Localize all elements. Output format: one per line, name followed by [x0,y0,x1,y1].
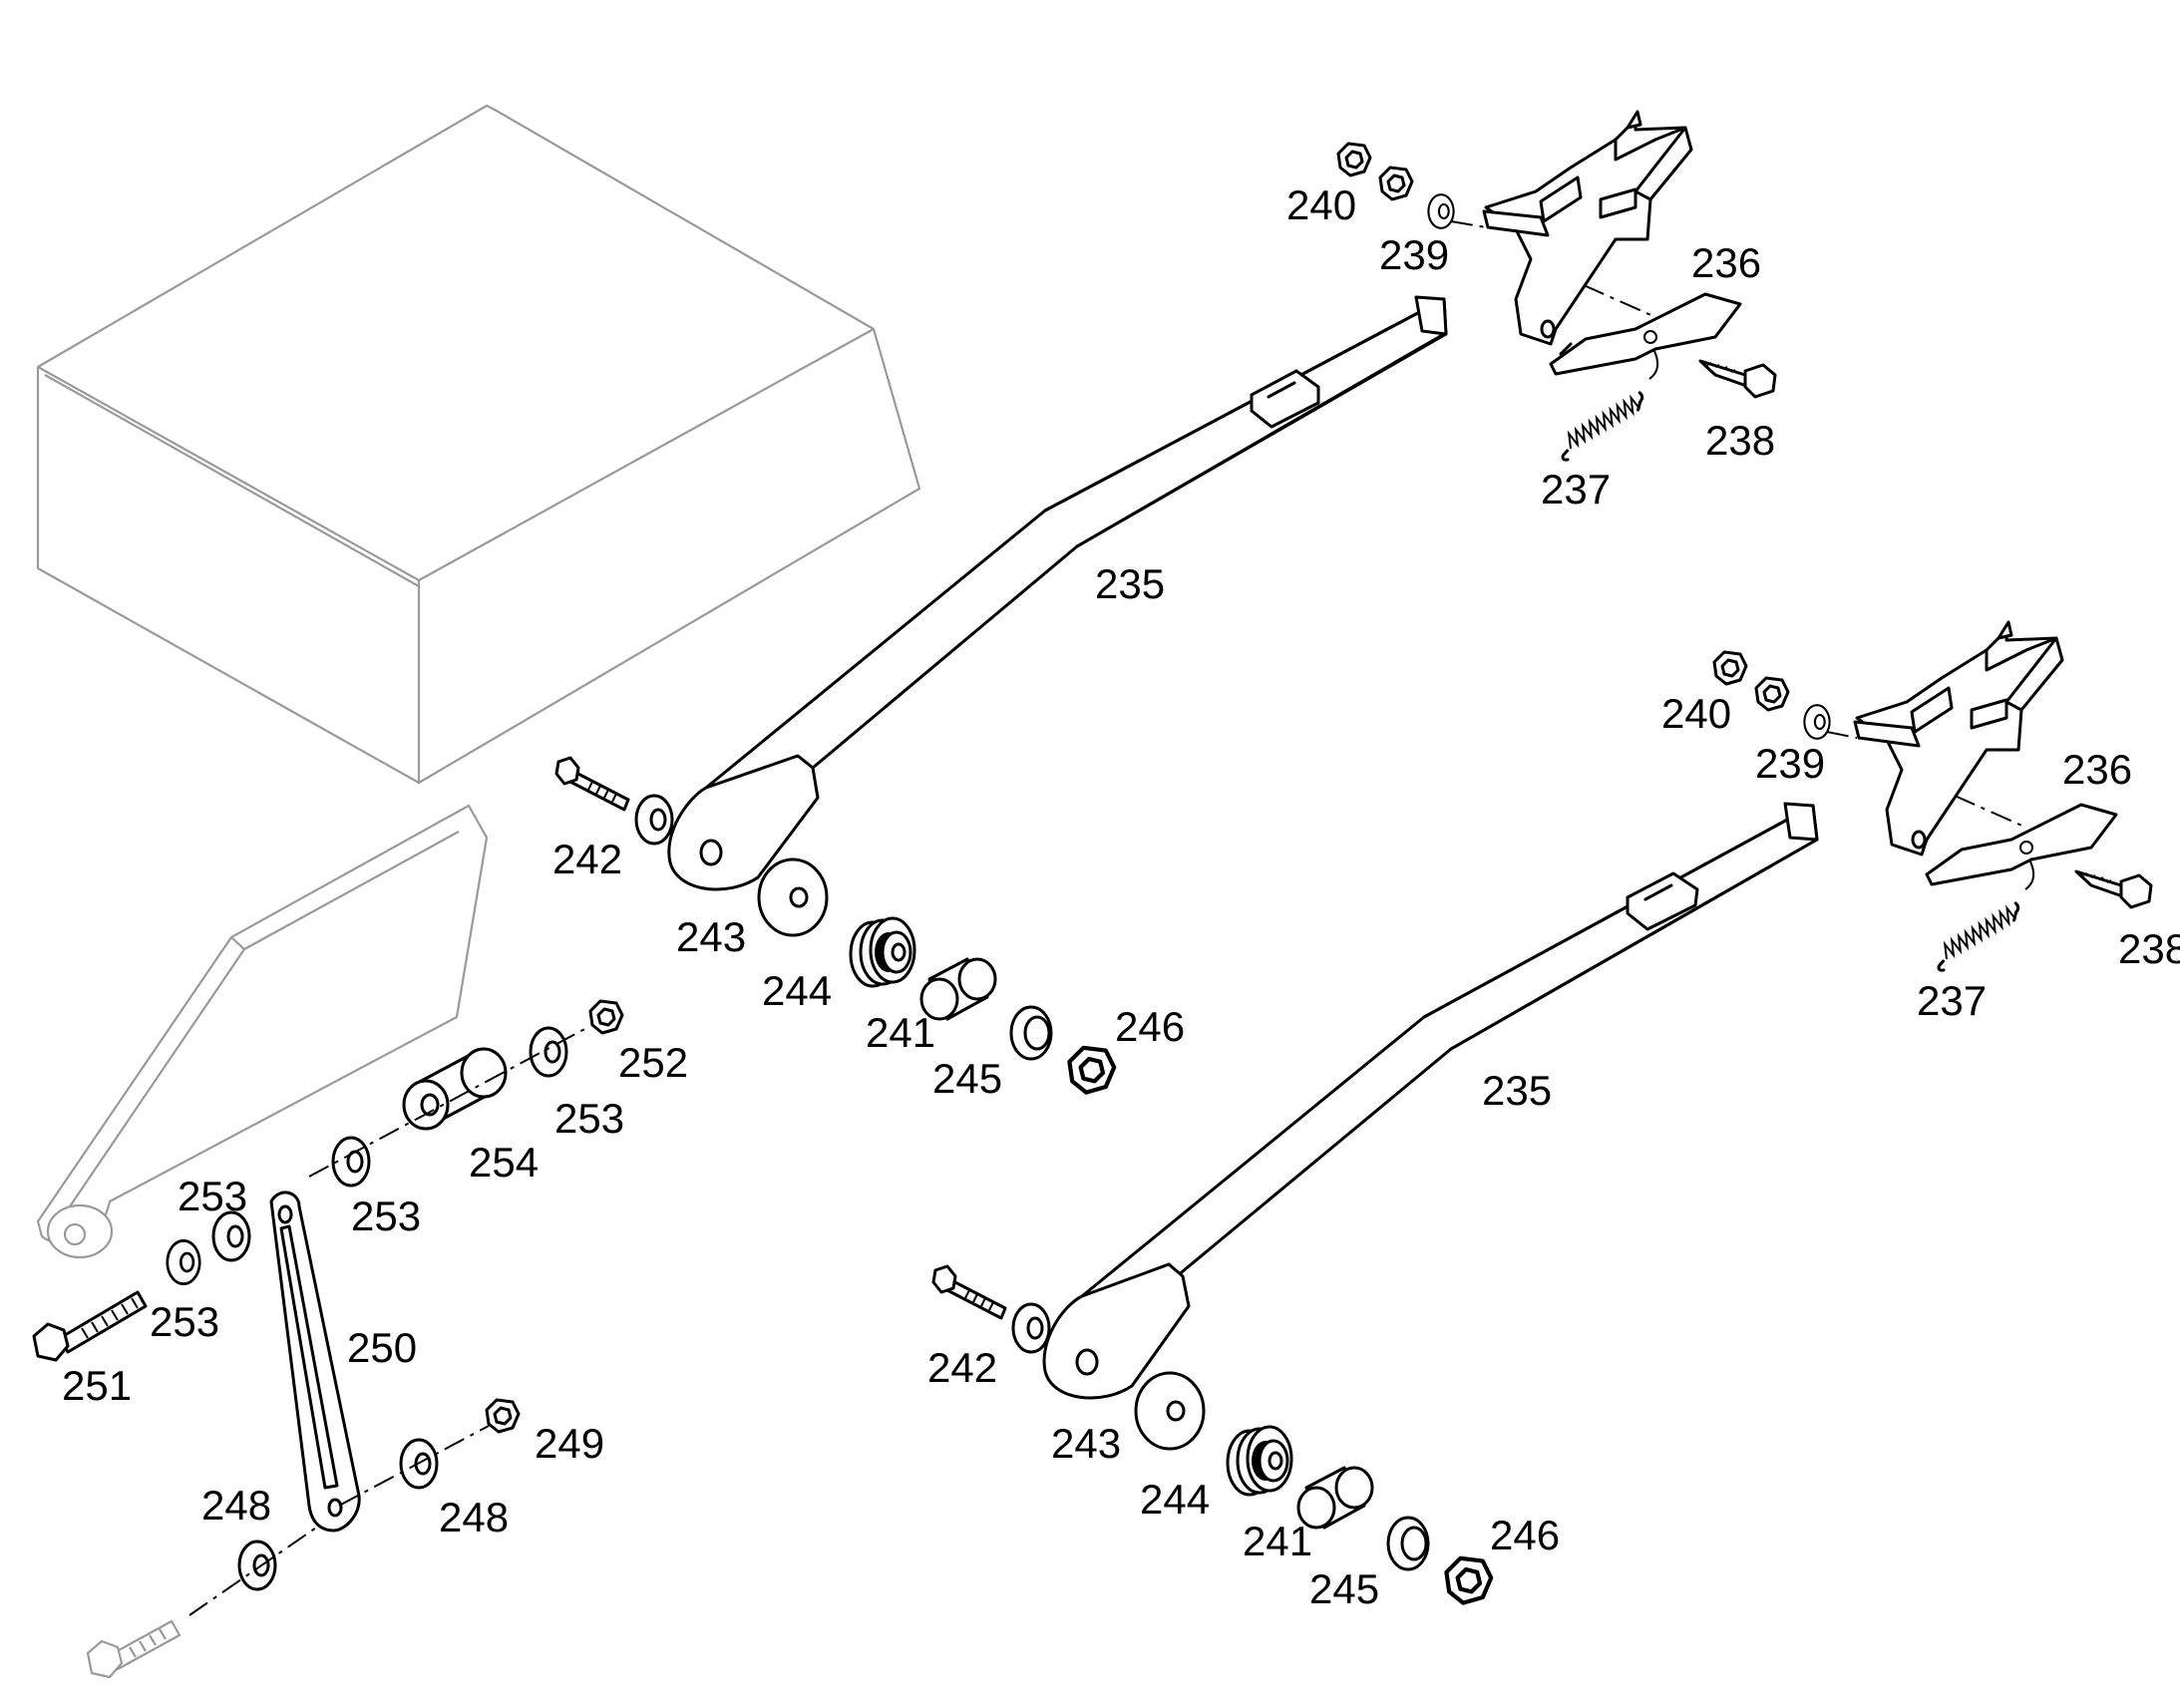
label-244-lower: 244 [1140,1476,1210,1523]
label-248-left: 248 [201,1482,271,1529]
washer-239-lower [1803,704,1831,740]
hopper-body [36,104,921,785]
washer-245-upper [1009,1005,1053,1061]
spring-237-upper [1552,391,1653,464]
washer-253-a [166,1239,201,1285]
label-235-lower: 235 [1482,1067,1552,1114]
bolt-238-upper [1698,359,1777,399]
washer-239-upper [1427,193,1455,229]
label-236-upper: 236 [1691,239,1761,286]
bolt-251 [32,1290,148,1362]
nut-240-upper-a [1336,142,1372,177]
label-253-top-left: 253 [178,1173,247,1219]
latch-bracket-lower [1853,620,2118,890]
washer-242-lower [1011,1302,1051,1354]
label-246-upper: 246 [1115,1003,1185,1050]
label-245-lower: 245 [1309,1565,1379,1612]
label-240-upper: 240 [1286,181,1356,228]
bolt-242-upper [554,756,630,812]
washer-253-b [211,1210,251,1262]
left-linkage-assembly [32,999,624,1679]
arm-235-upper [667,295,1448,891]
bushing-244-lower [1226,1425,1293,1497]
axis-line-249 [338,1425,490,1507]
nut-240-lower-b [1754,676,1790,712]
label-240-lower: 240 [1661,690,1731,737]
label-238-lower: 238 [2118,925,2180,972]
nut-252 [588,999,624,1035]
axis-line-252 [308,1026,589,1178]
bolt-242-lower [931,1264,1007,1320]
link-250 [269,1191,361,1533]
label-241-upper: 241 [866,1009,935,1056]
label-253-right: 253 [554,1095,624,1142]
axis-line-upper-top [1450,220,1487,228]
label-235-upper: 235 [1095,560,1165,607]
nut-240-upper-b [1378,166,1414,201]
axis-line-lower-top [1826,731,1858,739]
washer-243-upper [757,857,829,937]
spring-237-lower [1928,901,2029,974]
label-253-mid: 253 [351,1193,421,1239]
label-248-right: 248 [439,1494,509,1540]
label-239-upper: 239 [1379,231,1449,278]
label-252: 252 [618,1039,688,1086]
label-254: 254 [469,1139,539,1186]
label-250: 250 [347,1324,417,1371]
label-241-lower: 241 [1243,1518,1312,1564]
label-253-bottom-left: 253 [150,1298,219,1345]
bolt-lower-left [86,1619,182,1679]
washer-242-upper [634,794,674,846]
label-244-upper: 244 [762,967,832,1014]
part-labels: 235 236 237 238 239 240 242 243 244 241 … [62,181,2180,1612]
label-242-lower: 242 [927,1344,997,1391]
washer-248-left [237,1539,277,1591]
label-239-lower: 239 [1755,740,1825,787]
label-236-lower: 236 [2062,746,2132,793]
spacer-241-upper [919,957,997,1021]
nut-246-upper [1069,1048,1114,1093]
label-243-upper: 243 [676,913,746,960]
label-242-upper: 242 [552,836,622,882]
arm-235-lower [1042,802,1819,1400]
washer-253-d [529,1026,568,1078]
washer-243-lower [1134,1371,1206,1451]
nut-249 [485,1398,521,1434]
label-251: 251 [62,1362,132,1409]
side-plate [36,804,489,1259]
latch-bracket-upper [1482,110,1742,380]
upper-arm-assembly [554,110,1777,1093]
spacer-241-lower [1296,1466,1374,1530]
label-238-upper: 238 [1705,417,1775,464]
washer-245-lower [1386,1516,1430,1571]
bolt-238-lower [2074,869,2153,909]
axis-line-248 [188,1525,320,1616]
label-237-lower: 237 [1917,977,1987,1024]
nut-246-lower [1446,1558,1491,1603]
label-243-lower: 243 [1051,1420,1121,1467]
label-249: 249 [535,1420,604,1467]
label-245-upper: 245 [932,1055,1002,1102]
bushing-244-upper [849,916,916,988]
label-246-lower: 246 [1490,1512,1560,1558]
label-237-upper: 237 [1541,466,1611,512]
lower-arm-assembly [931,620,2153,1603]
nut-240-lower-a [1712,650,1748,686]
